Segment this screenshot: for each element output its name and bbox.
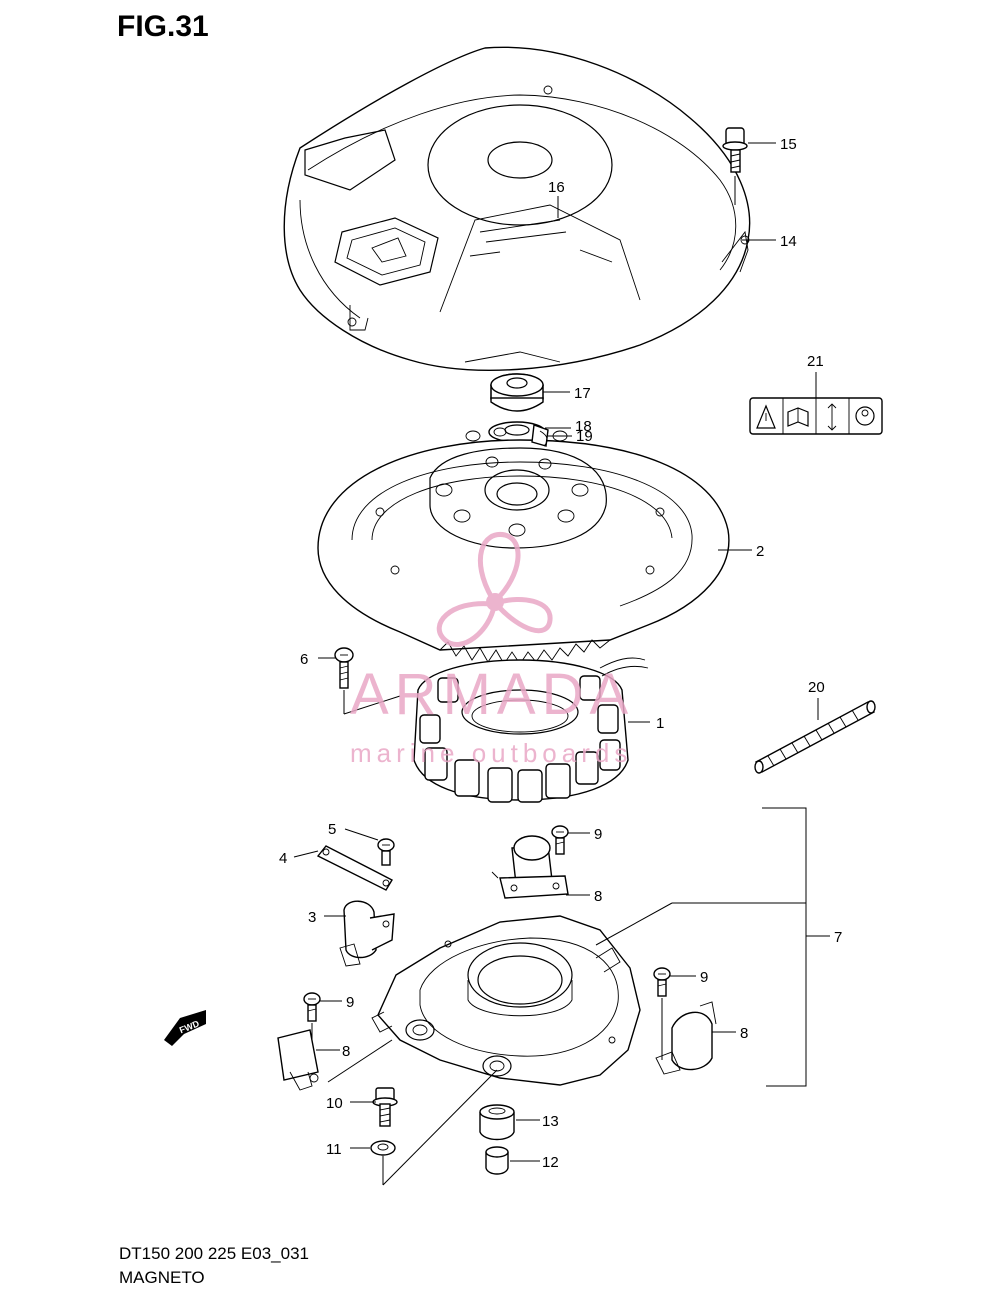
callout-1: 1 <box>656 715 664 732</box>
screw-part-9-top <box>551 825 569 855</box>
figure-title: FIG.31 <box>117 10 209 43</box>
callout-13: 13 <box>542 1113 559 1130</box>
callout-8-right: 8 <box>740 1025 748 1042</box>
callout-14: 14 <box>780 233 797 250</box>
forward-direction-badge: FWD <box>164 1010 206 1046</box>
stator-bracket-part-7 <box>371 915 641 1086</box>
callout-21: 21 <box>807 353 824 370</box>
collar-part-12 <box>485 1146 509 1175</box>
callout-15: 15 <box>780 136 797 153</box>
pulser-coil-part-8-top <box>491 835 569 899</box>
callout-19: 19 <box>576 428 593 445</box>
figure-name: MAGNETO <box>119 1268 205 1287</box>
model-code: DT150 200 225 E03_031 <box>119 1244 309 1263</box>
screw-part-5 <box>377 838 395 866</box>
callout-6: 6 <box>300 651 308 668</box>
callout-11: 11 <box>326 1141 342 1158</box>
callout-9-left: 9 <box>346 994 354 1011</box>
callout-8-top: 8 <box>594 888 602 905</box>
callout-numbers: 1 2 3 4 5 6 7 8 8 8 9 9 9 10 11 12 13 14… <box>279 136 842 1171</box>
callout-9-right: 9 <box>700 969 708 986</box>
callout-9-top: 9 <box>594 826 602 843</box>
callout-18: 18 <box>575 418 592 435</box>
watermark-brand: ARMADA <box>350 662 634 727</box>
callout-20: 20 <box>808 679 825 696</box>
screw-part-9-right <box>653 967 671 1060</box>
strap-part-4 <box>316 845 393 891</box>
bolt-part-10 <box>372 1087 398 1127</box>
armada-watermark: ARMADA marine outboards <box>350 532 634 768</box>
flywheel-part-2 <box>317 424 730 665</box>
callout-5: 5 <box>328 821 336 838</box>
warning-label-part-21 <box>749 397 883 435</box>
pulser-coil-part-8-left <box>277 1029 319 1091</box>
bracket-part-7 <box>762 807 807 1087</box>
warning-triangle-icon <box>756 404 776 429</box>
callout-17: 17 <box>574 385 591 402</box>
nut-part-17 <box>490 373 544 412</box>
rotation-icon <box>855 406 875 426</box>
callout-2: 2 <box>756 543 764 560</box>
callout-8-left: 8 <box>342 1043 350 1060</box>
callout-10: 10 <box>326 1095 343 1112</box>
spring-tube-part-20 <box>754 700 876 774</box>
callout-7: 7 <box>834 929 842 946</box>
callout-16: 16 <box>548 179 565 196</box>
pulser-coil-part-8-right <box>655 1001 717 1075</box>
clamp-part-3 <box>339 900 395 967</box>
stator-part-1 <box>413 657 649 803</box>
grommet-part-13 <box>479 1104 515 1141</box>
callout-4: 4 <box>279 850 287 867</box>
screw-part-9-left <box>303 992 321 1045</box>
bolt-part-15 <box>722 127 748 205</box>
leader-lines <box>293 142 819 1186</box>
watermark-subtitle: marine outboards <box>350 738 632 768</box>
callout-12: 12 <box>542 1154 559 1171</box>
callout-3: 3 <box>308 909 316 926</box>
screw-part-6 <box>334 647 401 715</box>
washer-part-11 <box>370 1140 396 1185</box>
flywheel-cover-part-14 <box>283 46 751 371</box>
propeller-logo-icon <box>436 532 553 648</box>
